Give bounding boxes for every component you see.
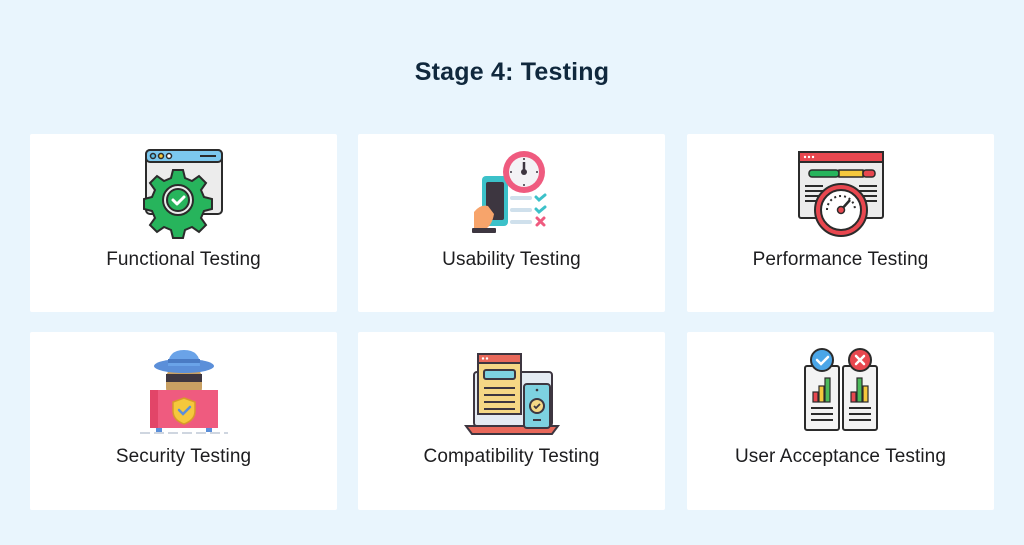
card-label: Performance Testing — [752, 249, 929, 270]
card-label: Compatibility Testing — [423, 446, 600, 467]
browser-speedometer-icon — [797, 151, 884, 237]
card-label: User Acceptance Testing — [734, 446, 947, 467]
card-user-acceptance-testing: User Acceptance Testing — [687, 332, 994, 510]
laptop-folder-phone-icon — [463, 353, 560, 435]
card-label: Security Testing — [115, 446, 252, 467]
hacker-shield-laptop-icon — [139, 350, 228, 434]
card-label: Usability Testing — [442, 249, 581, 270]
reports-approve-reject-icon — [803, 348, 878, 431]
page-title: Stage 4: Testing — [414, 58, 610, 86]
card-compatibility-testing: Compatibility Testing — [358, 332, 665, 510]
card-functional-testing: Functional Testing — [30, 134, 337, 312]
card-performance-testing: Performance Testing — [687, 134, 994, 312]
card-label: Functional Testing — [106, 249, 261, 270]
card-security-testing: Security Testing — [30, 332, 337, 510]
card-usability-testing: Usability Testing — [358, 134, 665, 312]
browser-gear-check-icon — [142, 149, 223, 239]
phone-clock-checklist-icon — [471, 151, 546, 233]
